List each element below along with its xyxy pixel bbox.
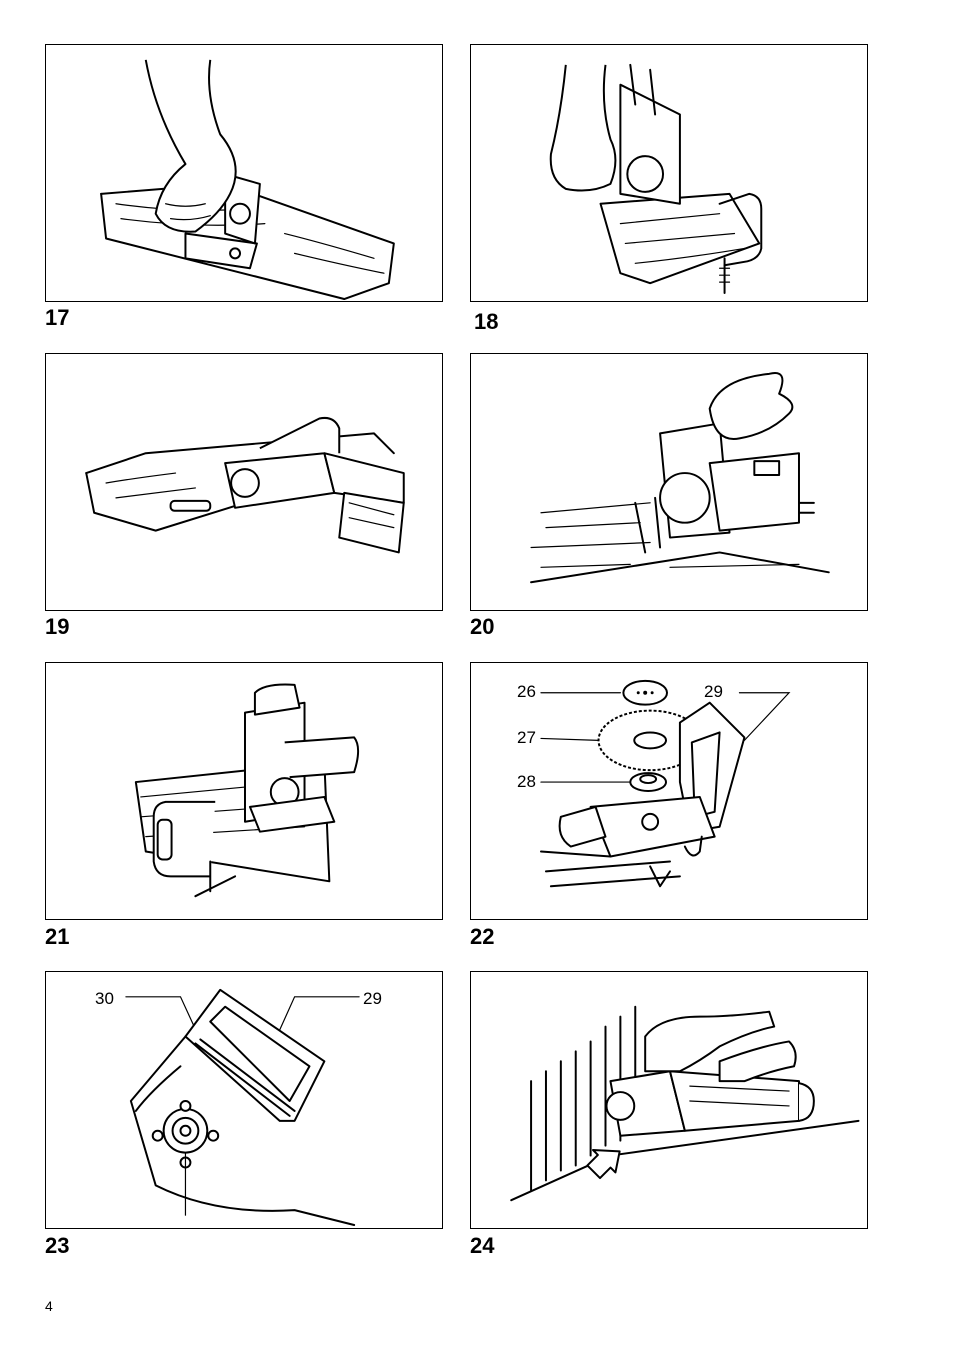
figure-24-illustration: [470, 971, 868, 1229]
figure-number: 23: [45, 1234, 69, 1258]
figure-number: 19: [45, 615, 69, 639]
figure-22-drawing: [471, 663, 867, 919]
callout-label: 28: [517, 773, 536, 791]
figure-19-drawing: [46, 354, 442, 610]
figure-number: 17: [45, 306, 69, 330]
figure-17-drawing: [46, 45, 442, 301]
figure-21-drawing: [46, 663, 442, 919]
callout-label: 29: [363, 990, 382, 1008]
figure-number: 24: [470, 1234, 494, 1258]
figure-20-illustration: [470, 353, 868, 611]
figure-23-drawing: [46, 972, 442, 1228]
callout-label: 29: [704, 683, 723, 701]
figure-number: 22: [470, 925, 494, 949]
page-number: 4: [45, 1298, 53, 1314]
figure-20-drawing: [471, 354, 867, 610]
figure-17-illustration: [45, 44, 443, 302]
callout-label: 27: [517, 729, 536, 747]
figure-24-drawing: [471, 972, 867, 1228]
figure-21-illustration: [45, 662, 443, 920]
figure-19-illustration: [45, 353, 443, 611]
figure-number: 21: [45, 925, 69, 949]
figure-number: 18: [474, 310, 498, 334]
figure-18-drawing: [471, 45, 867, 301]
callout-label: 26: [517, 683, 536, 701]
figure-18-illustration: [470, 44, 868, 302]
callout-label: 30: [95, 990, 114, 1008]
figure-23-illustration: [45, 971, 443, 1229]
figure-number: 20: [470, 615, 494, 639]
